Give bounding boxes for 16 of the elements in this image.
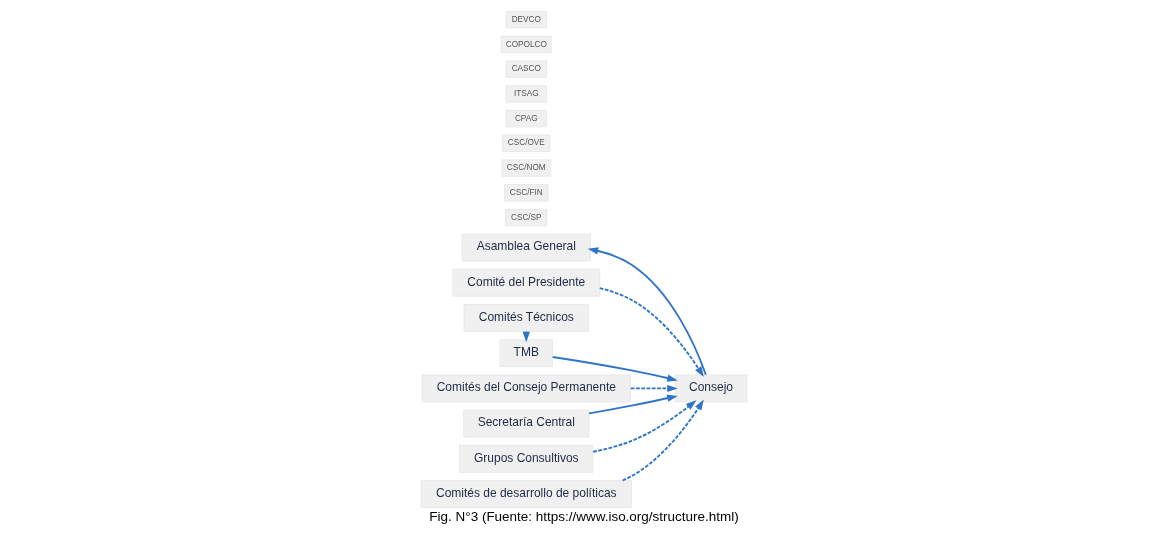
- caption: Fig. N°3 (Fuente: https://www.iso.org/structure.html): [429, 509, 739, 525]
- node-box: TMB: [499, 339, 553, 368]
- node-box: Comité del Presidente: [452, 268, 601, 297]
- arrow: [592, 400, 697, 453]
- arrow: [587, 247, 707, 376]
- node-box: Consejo: [674, 374, 748, 403]
- node-box: Comités de desarrollo de políticas: [420, 480, 632, 508]
- node-box: Asamblea General: [461, 233, 591, 262]
- arrow: [621, 399, 704, 482]
- node-box: Comités del Consejo Permanente: [421, 374, 631, 403]
- arrow: [551, 356, 678, 382]
- arrow: [588, 394, 678, 415]
- node-box: Grupos Consultivos: [459, 445, 594, 473]
- arrow: [598, 287, 704, 378]
- node-box: Secretaría Central: [463, 409, 590, 438]
- arrow: [629, 384, 678, 393]
